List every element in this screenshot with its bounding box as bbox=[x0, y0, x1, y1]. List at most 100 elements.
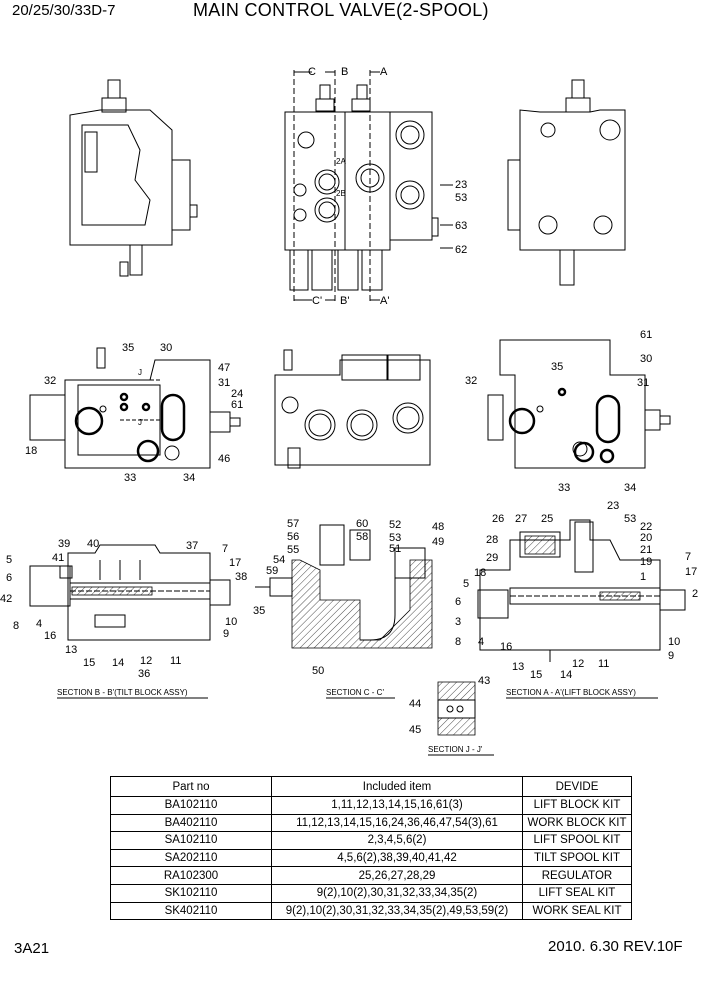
table-row: BA102110 1,11,12,13,14,15,16,61(3) LIFT … bbox=[110, 796, 632, 815]
callout-label: 13 bbox=[65, 644, 77, 656]
devide-cell: TILT SPOOL KIT bbox=[522, 848, 632, 868]
callout-label: 26 bbox=[492, 513, 504, 525]
callout-label: 12 bbox=[572, 658, 584, 670]
callout-label: 42 bbox=[0, 593, 12, 605]
section-caption: SECTION B - B'(TILT BLOCK ASSY) bbox=[57, 688, 188, 697]
callout-label: 31 bbox=[637, 377, 649, 389]
callout-label: 23 bbox=[455, 179, 467, 191]
callout-label: 53 bbox=[389, 532, 401, 544]
callout-label: 62 bbox=[455, 244, 467, 256]
column-header: DEVIDE bbox=[522, 776, 632, 797]
devide-cell: WORK SEAL KIT bbox=[522, 901, 632, 921]
callout-label: 14 bbox=[560, 669, 572, 681]
callout-label: 30 bbox=[160, 342, 172, 354]
callout-label: 23 bbox=[607, 500, 619, 512]
callout-label: 53 bbox=[455, 192, 467, 204]
column-header: Part no bbox=[110, 776, 272, 797]
section-mark: J' bbox=[138, 418, 144, 427]
table-row: RA102300 25,26,27,28,29 REGULATOR bbox=[110, 866, 632, 885]
view-marker: C' bbox=[312, 295, 322, 307]
callout-label: 18 bbox=[474, 567, 486, 579]
view-marker: B bbox=[341, 66, 348, 78]
callout-label: 57 bbox=[287, 518, 299, 530]
part-number-cell: RA102300 bbox=[110, 866, 272, 885]
callout-label: 17 bbox=[685, 566, 697, 578]
callout-label: 31 bbox=[218, 377, 230, 389]
callout-label: 24 bbox=[231, 388, 243, 400]
view-marker: C bbox=[308, 66, 316, 78]
column-header: Included item bbox=[271, 776, 523, 797]
port-label: 2B bbox=[336, 189, 346, 198]
part-number-cell: BA102110 bbox=[110, 796, 272, 815]
section-c-view: 57 56 55 54 59 35 60 58 52 53 51 48 49 5… bbox=[253, 518, 444, 699]
callout-label: 8 bbox=[455, 636, 461, 648]
devide-cell: LIFT SPOOL KIT bbox=[522, 831, 632, 850]
callout-label: 11 bbox=[170, 655, 181, 667]
mid-left-view: J J' 35 30 32 47 31 24 61 18 46 33 34 bbox=[25, 342, 243, 484]
view-marker: A bbox=[380, 66, 388, 78]
callout-label: 44 bbox=[409, 698, 421, 710]
callout-label: 7 bbox=[685, 551, 691, 563]
mid-right-view: 61 30 35 32 31 33 34 bbox=[465, 329, 671, 494]
callout-label: 17 bbox=[229, 557, 241, 569]
included-item-cell: 2,3,4,5,6(2) bbox=[271, 831, 523, 850]
callout-label: 10 bbox=[668, 636, 680, 648]
table-row: SA102110 2,3,4,5,6(2) LIFT SPOOL KIT bbox=[110, 831, 632, 850]
callout-label: 4 bbox=[478, 636, 484, 648]
callout-label: 32 bbox=[44, 375, 56, 387]
callout-label: 18 bbox=[25, 445, 37, 457]
callout-label: 6 bbox=[6, 572, 12, 584]
table-header-row: Part no Included item DEVIDE bbox=[110, 776, 632, 797]
section-a-view: 26 27 25 23 53 22 20 21 19 1 28 29 18 5 … bbox=[455, 500, 698, 699]
callout-label: 34 bbox=[624, 482, 636, 494]
included-item-cell: 4,5,6(2),38,39,40,41,42 bbox=[271, 848, 523, 868]
part-number-cell: SA202110 bbox=[110, 848, 272, 868]
callout-label: 15 bbox=[83, 657, 95, 669]
callout-label: 47 bbox=[218, 362, 230, 374]
callout-label: 5 bbox=[6, 554, 12, 566]
page-title: MAIN CONTROL VALVE(2-SPOOL) bbox=[193, 0, 489, 20]
callout-label: 63 bbox=[455, 220, 467, 232]
included-item-cell: 25,26,27,28,29 bbox=[271, 866, 523, 885]
included-item-cell: 11,12,13,14,15,16,24,36,46,47,54(3),61 bbox=[271, 813, 523, 833]
callout-label: 12 bbox=[140, 655, 152, 667]
section-caption: SECTION J - J' bbox=[428, 745, 483, 754]
port-label: 2A bbox=[336, 157, 346, 166]
callout-label: 19 bbox=[640, 556, 652, 568]
callout-label: 25 bbox=[541, 513, 553, 525]
callout-label: 33 bbox=[124, 472, 136, 484]
callout-label: 6 bbox=[455, 596, 461, 608]
devide-cell: LIFT SEAL KIT bbox=[522, 883, 632, 903]
callout-label: 50 bbox=[312, 665, 324, 677]
callout-label: 29 bbox=[486, 552, 498, 564]
callout-label: 30 bbox=[640, 353, 652, 365]
callout-label: 20 bbox=[640, 532, 652, 544]
callout-label: 3 bbox=[455, 616, 461, 628]
callout-label: 15 bbox=[530, 669, 542, 681]
page-number: 3A21 bbox=[14, 940, 50, 957]
devide-cell: WORK BLOCK KIT bbox=[522, 813, 632, 833]
callout-label: 11 bbox=[598, 658, 609, 670]
callout-label: 22 bbox=[640, 521, 652, 533]
callout-label: 61 bbox=[231, 399, 243, 411]
callout-label: 55 bbox=[287, 544, 299, 556]
callout-label: 45 bbox=[409, 724, 421, 736]
callout-label: 41 bbox=[52, 552, 64, 564]
part-number-cell: SK402110 bbox=[110, 901, 272, 921]
callout-label: 34 bbox=[183, 472, 195, 484]
callout-label: 61 bbox=[640, 329, 652, 341]
included-item-cell: 9(2),10(2),30,31,32,33,34,35(2) bbox=[271, 883, 523, 903]
callout-label: 21 bbox=[640, 544, 652, 556]
callout-label: 10 bbox=[225, 616, 237, 628]
callout-label: 9 bbox=[223, 628, 229, 640]
callout-label: 27 bbox=[515, 513, 527, 525]
callout-label: 60 bbox=[356, 518, 368, 530]
table-row: SK102110 9(2),10(2),30,31,32,33,34,35(2)… bbox=[110, 883, 632, 903]
callout-label: 28 bbox=[486, 534, 498, 546]
section-b-view: 39 40 37 5 41 6 42 8 4 16 13 15 14 12 36… bbox=[0, 538, 247, 699]
callout-label: 33 bbox=[558, 482, 570, 494]
devide-cell: REGULATOR bbox=[522, 866, 632, 885]
callout-label: 48 bbox=[432, 521, 444, 533]
callout-label: 9 bbox=[668, 650, 674, 662]
